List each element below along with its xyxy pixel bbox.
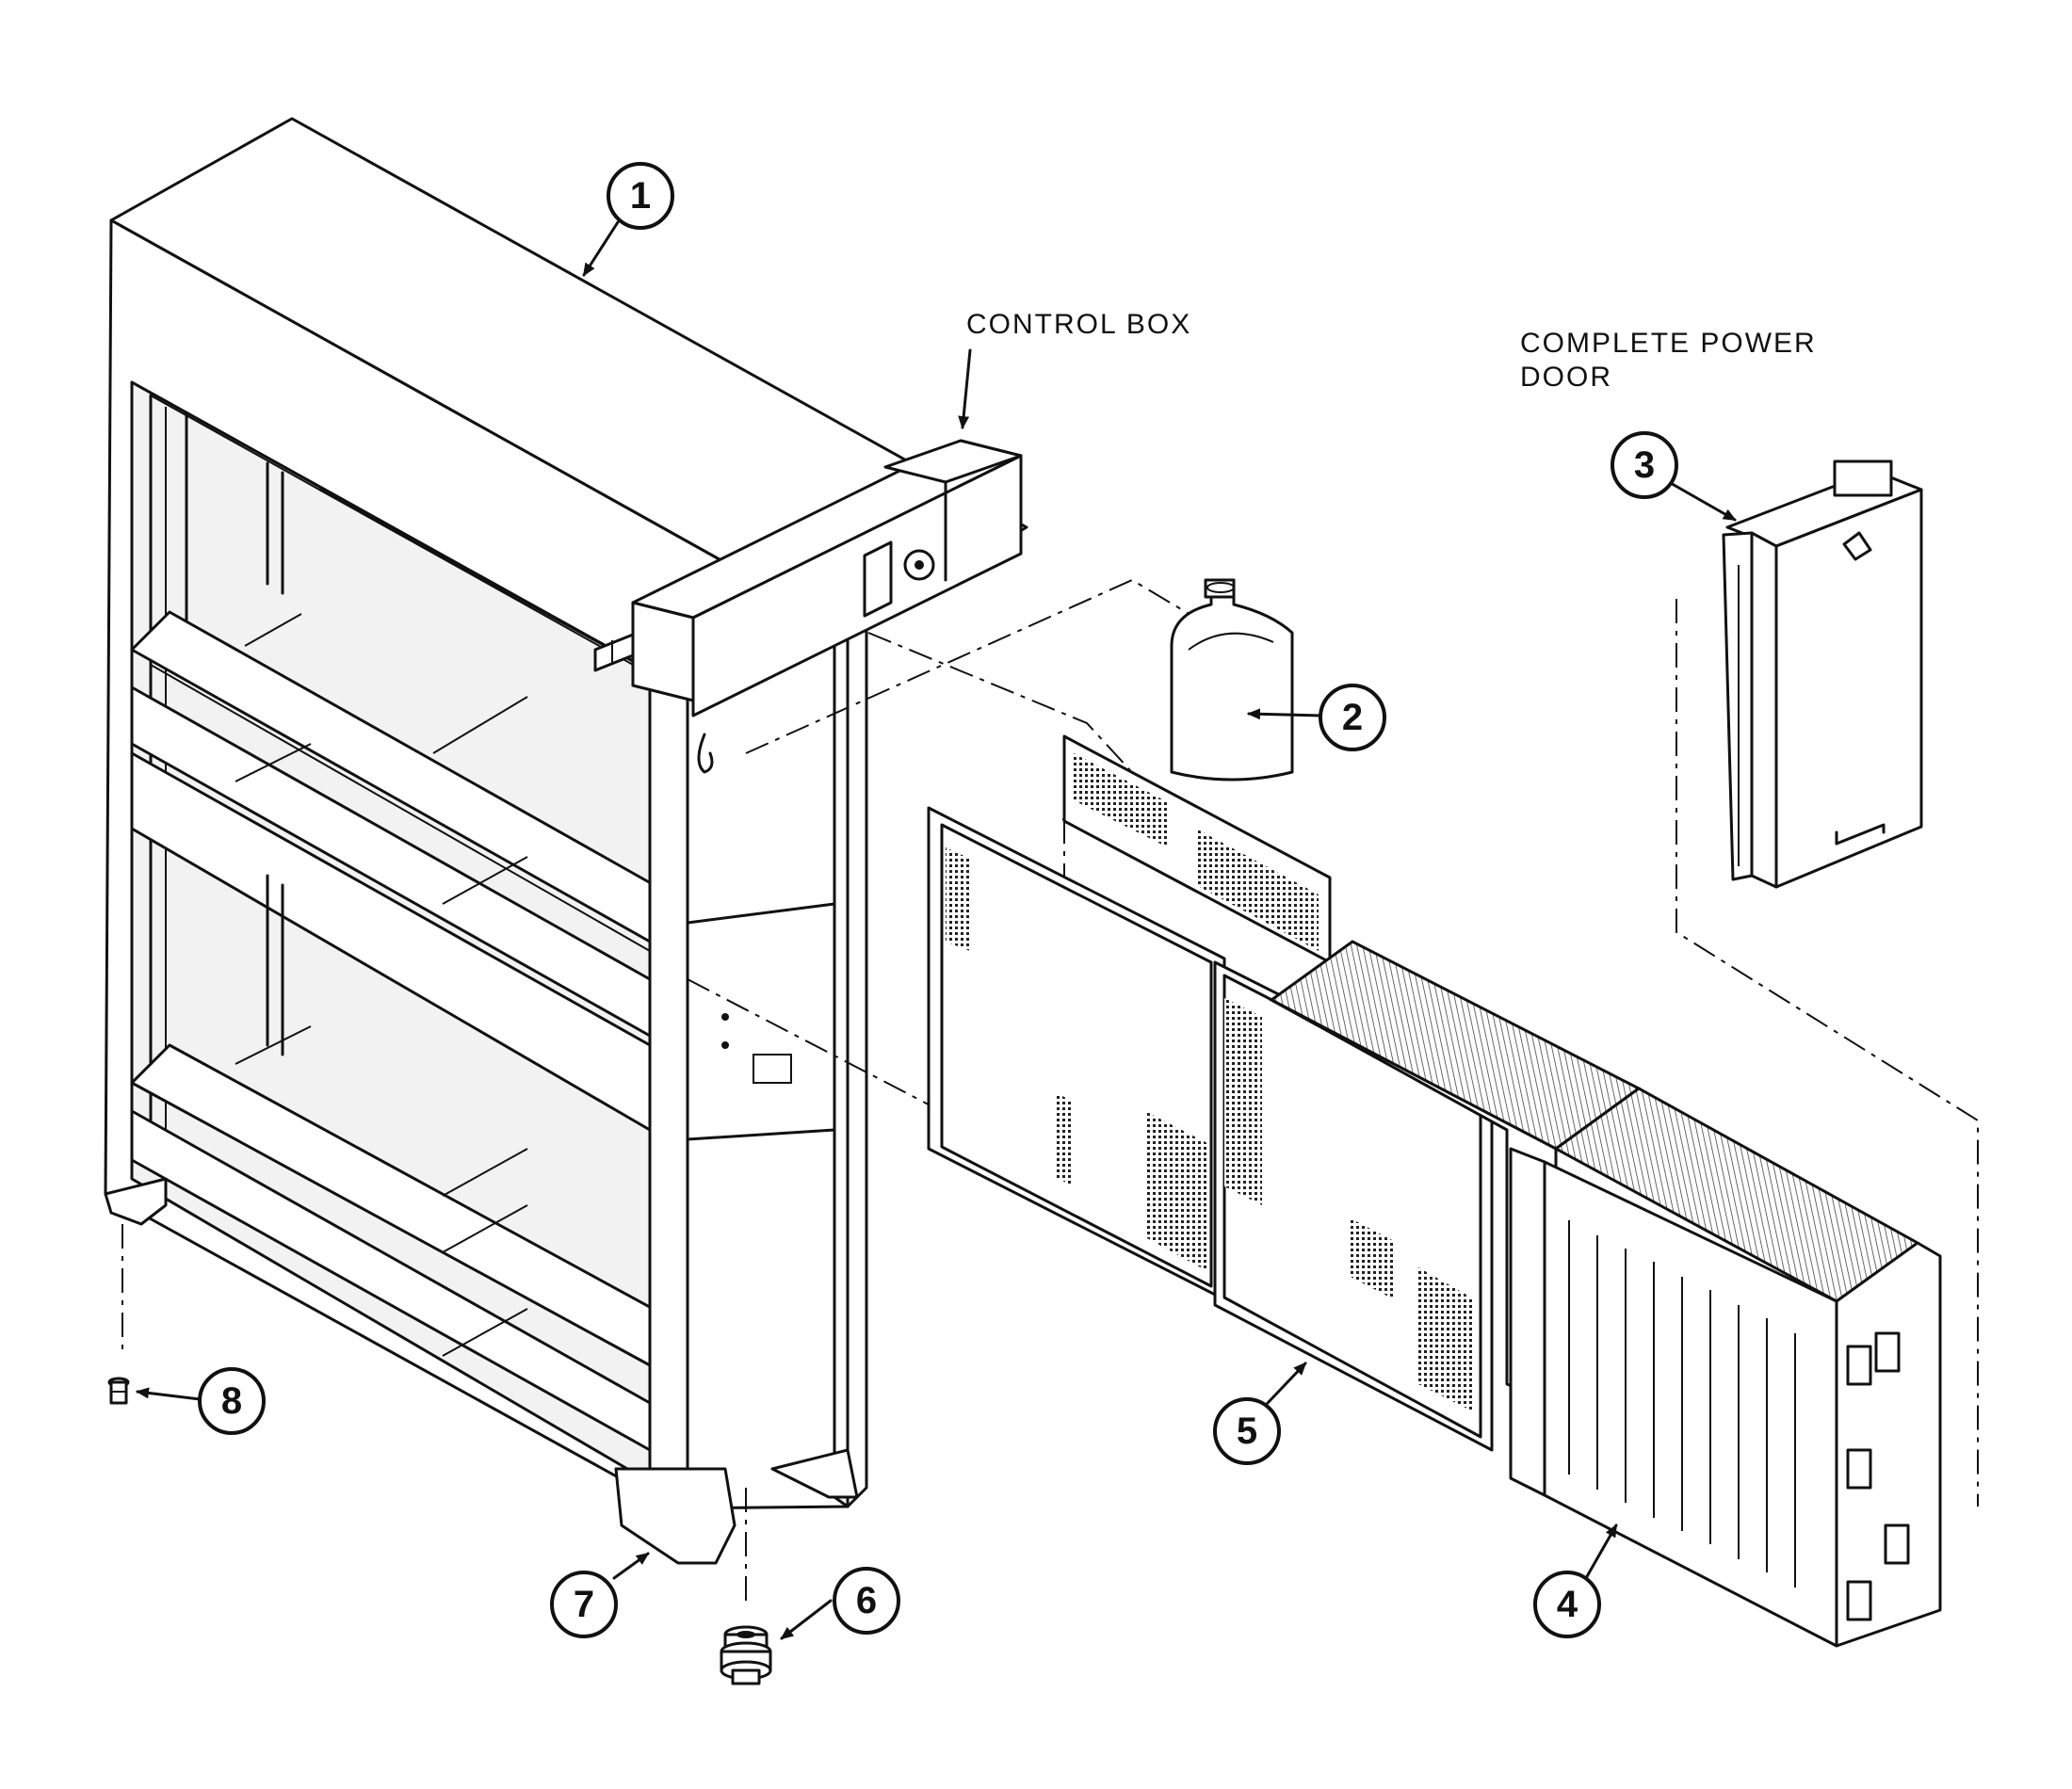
callout-4-number: 4 <box>1557 1584 1578 1625</box>
callout-1: 1 <box>607 162 674 230</box>
prefilter-screens <box>927 734 1494 1452</box>
drain-fitting <box>720 1625 772 1685</box>
callout-leaders <box>136 220 1737 1640</box>
callout-4: 4 <box>1533 1571 1601 1638</box>
label-complete-power-door-line1: COMPLETE POWER <box>1520 328 1817 359</box>
callout-3-number: 3 <box>1634 444 1655 486</box>
callout-8-number: 8 <box>221 1380 242 1422</box>
cleaning-solution-bottle <box>1170 578 1294 782</box>
callout-2: 2 <box>1319 684 1386 751</box>
callout-6: 6 <box>833 1567 900 1635</box>
label-complete-power-door-line2: DOOR <box>1520 362 1612 393</box>
collector-cell-assembly <box>1269 940 1942 1648</box>
callout-7-number: 7 <box>574 1584 594 1625</box>
label-control-box: CONTROL BOX <box>966 309 1191 340</box>
callout-2-number: 2 <box>1342 697 1363 738</box>
mounting-screw <box>107 1377 130 1405</box>
power-door <box>1722 459 1923 889</box>
control-box <box>593 439 1023 717</box>
callout-3: 3 <box>1611 431 1678 499</box>
callout-1-number: 1 <box>630 175 651 217</box>
callout-5: 5 <box>1213 1397 1281 1465</box>
callout-8: 8 <box>198 1367 266 1435</box>
callout-5-number: 5 <box>1237 1410 1257 1452</box>
callout-6-number: 6 <box>856 1580 877 1621</box>
cabinet-housing <box>104 117 1028 1565</box>
callout-7: 7 <box>550 1571 618 1638</box>
